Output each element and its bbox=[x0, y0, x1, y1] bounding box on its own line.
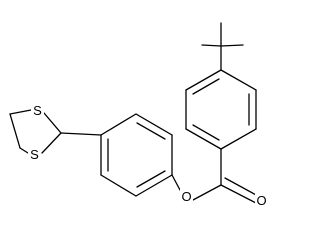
structure-canvas: S S O O bbox=[9, 22, 268, 208]
ester-oxygen-label: O bbox=[181, 189, 191, 204]
ring-right-bond-3 bbox=[220, 69, 257, 91]
carbonyl-oxygen-label: O bbox=[256, 193, 266, 208]
dithiolane-ring bbox=[9, 109, 62, 154]
ring-left-bond-1 bbox=[100, 113, 137, 136]
atom-labels: S S O O bbox=[28, 102, 268, 208]
ring-left-double-3 bbox=[136, 170, 166, 188]
ring-left-bond-5 bbox=[100, 174, 137, 197]
bond-carbonyl-o-2 bbox=[224, 177, 259, 197]
ring-right-bond-4 bbox=[185, 69, 222, 91]
phenyl-ring-right bbox=[185, 69, 257, 150]
o-ester-label-bg bbox=[180, 188, 193, 204]
ring-left-double-2 bbox=[136, 122, 166, 140]
o-carbonyl-label-bg bbox=[255, 192, 268, 208]
ring-right-double-2 bbox=[192, 78, 220, 95]
ring-left-bond-4 bbox=[135, 174, 173, 197]
ring-right-double-3 bbox=[192, 124, 220, 141]
ring-left-bond-2 bbox=[135, 113, 173, 136]
bond-phenyl-oxygen bbox=[171, 174, 181, 191]
tbutyl-methyl-right bbox=[220, 44, 244, 47]
bond-ch2-s2 bbox=[19, 147, 29, 154]
bond-ch-phenyl bbox=[60, 132, 102, 136]
s2-label-bg bbox=[28, 146, 41, 162]
sulfur-atom-label-1: S bbox=[33, 103, 42, 118]
phenyl-ring-left bbox=[100, 113, 173, 197]
tbutyl-methyl-left bbox=[201, 44, 222, 47]
ring-right-bond-6 bbox=[185, 128, 222, 150]
bond-oxygen-carbonyl bbox=[192, 184, 222, 201]
bond-carbonyl-o-1 bbox=[220, 184, 257, 204]
bond-ch2-ch2 bbox=[9, 113, 21, 149]
tert-butyl-group bbox=[201, 22, 244, 47]
chemical-structure: S S O O bbox=[9, 22, 268, 208]
bond-s1-ch bbox=[43, 112, 62, 134]
s1-label-bg bbox=[31, 102, 44, 118]
bond-ch2-s1 bbox=[9, 109, 32, 115]
bond-s2-ch bbox=[41, 132, 62, 154]
sulfur-atom-label-2: S bbox=[30, 147, 39, 162]
ring-right-bond-1 bbox=[220, 128, 257, 150]
